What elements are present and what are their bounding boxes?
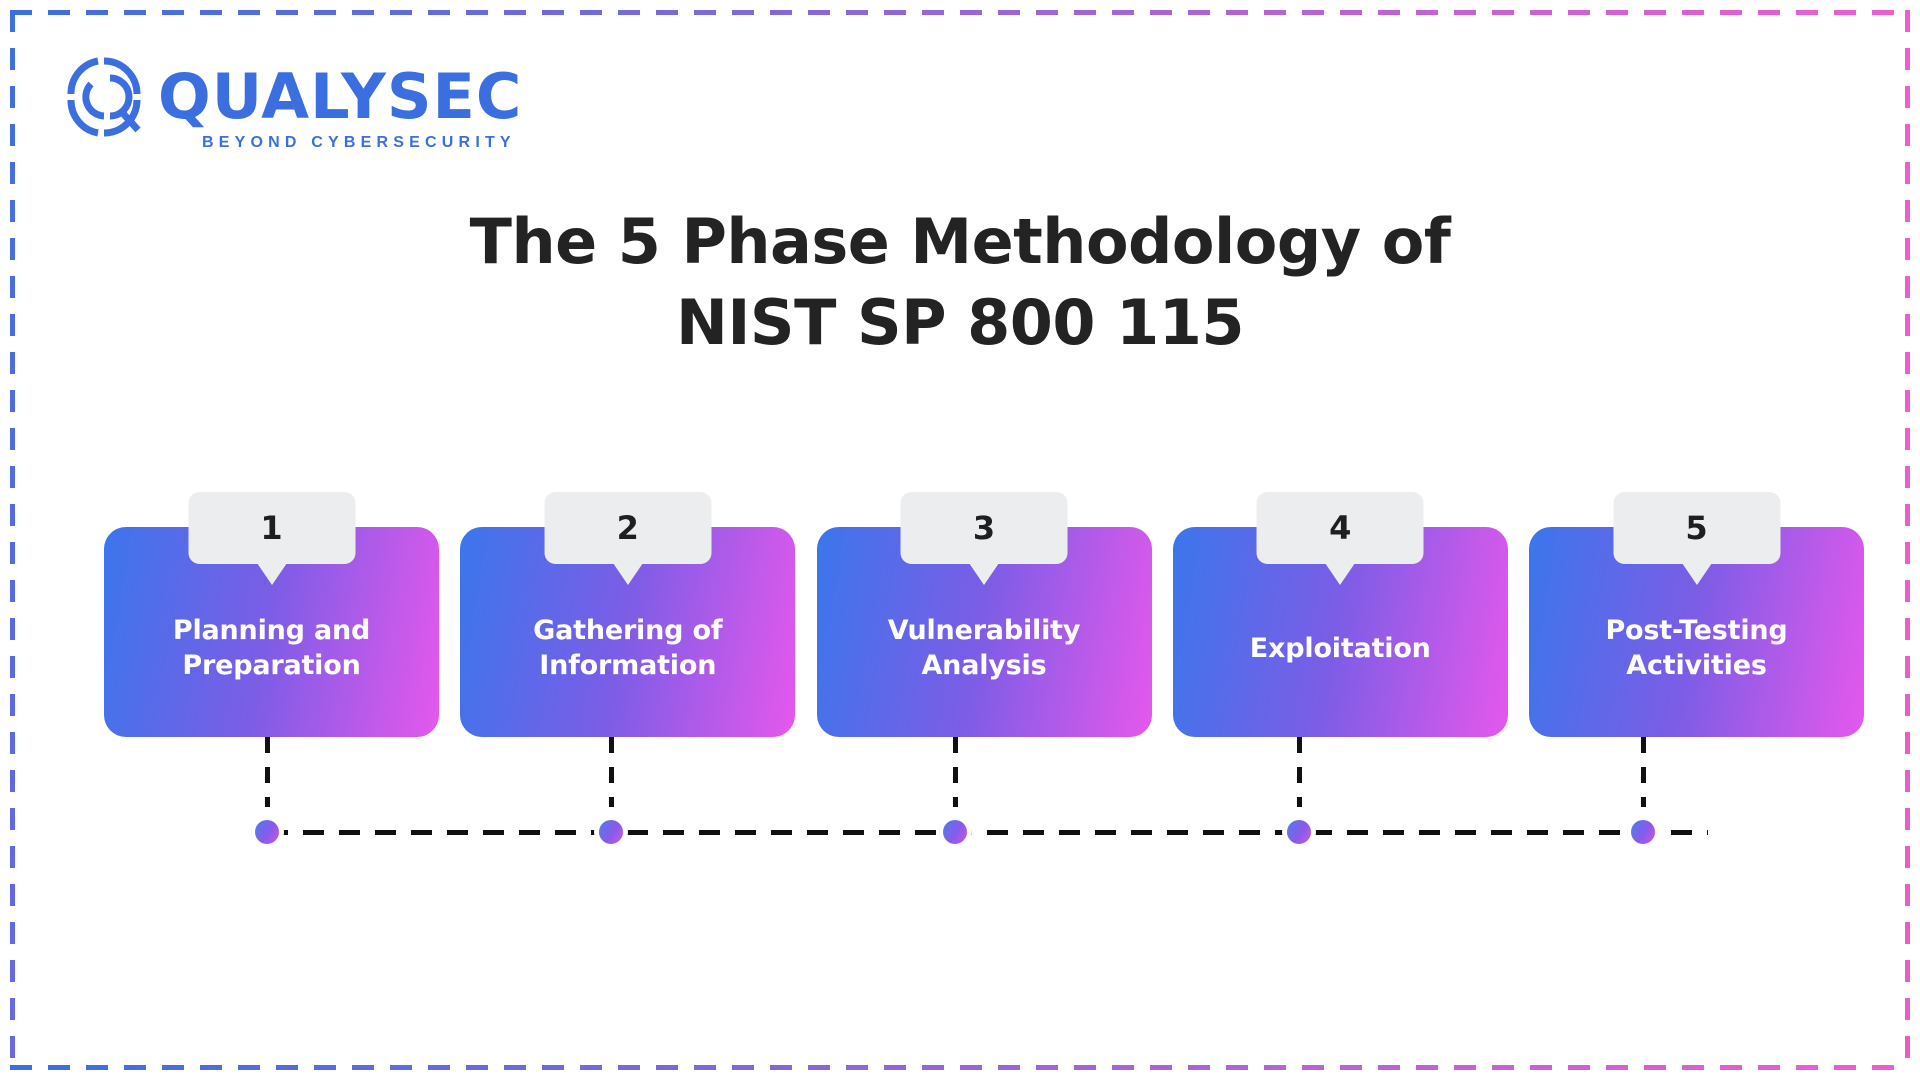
decorative-dashed-frame [10,10,1910,1070]
content-sheet: QUALYSEC BEYOND CYBERSECURITY The 5 Phas… [22,22,1898,1058]
magnifier-circle-icon [67,57,141,137]
timeline-node-2 [594,737,628,849]
phase-item-4[interactable]: Exploitation 4 [1172,492,1508,737]
phase-item-1[interactable]: Planning and Preparation 1 [104,492,439,737]
phase-badge-tail-1 [256,563,287,585]
phase-badge-3: 3 [900,492,1068,564]
logo-wordmark: QUALYSEC [158,60,523,133]
page-title-line-2: NIST SP 800 115 [675,285,1245,359]
timeline-dot-5 [1626,815,1660,849]
phase-badge-tail-4 [1325,563,1356,585]
timeline-stem-3 [952,737,958,807]
phase-item-5[interactable]: Post-Testing Activities 5 [1529,492,1864,737]
phase-badge-4: 4 [1256,492,1424,564]
phase-badge-2: 2 [544,492,712,564]
phase-badge-tail-3 [969,563,999,585]
phase-timeline [104,737,1864,849]
phase-item-2[interactable]: Gathering of Information 2 [460,492,796,737]
phase-badge-5: 5 [1613,492,1780,564]
timeline-dot-3 [938,815,972,849]
phase-label-1: Planning and Preparation [172,615,371,681]
timeline-stem-2 [608,737,614,807]
timeline-stem-5 [1640,737,1646,807]
timeline-dot-inner-1 [255,820,279,844]
phase-card-list: Planning and Preparation 1 Gathering of … [104,492,1864,737]
timeline-node-4 [1282,737,1316,849]
phase-badge-1: 1 [188,492,355,564]
phase-number-2: 2 [616,509,639,547]
phase-card-5[interactable]: Post-Testing Activities [1529,527,1864,737]
qualysec-logo: QUALYSEC BEYOND CYBERSECURITY [62,46,522,156]
phase-label-5: Post-Testing Activities [1605,615,1788,681]
timeline-node-3 [938,737,972,849]
timeline-dot-4 [1282,815,1316,849]
phase-number-3: 3 [972,509,996,547]
timeline-stem-4 [1296,737,1302,807]
phase-label-3: Vulnerability Analysis [887,615,1081,681]
phase-label-4: Exploitation [1249,632,1431,664]
page-title-line-1: The 5 Phase Methodology of [469,205,1451,278]
timeline-rail [267,830,1708,835]
phase-number-5: 5 [1685,509,1708,547]
timeline-node-1 [250,737,284,849]
frame-edge-bottom [10,1065,1910,1070]
phase-number-1: 1 [260,509,283,547]
phase-badge-tail-5 [1681,563,1712,585]
frame-edge-right [1905,10,1910,1070]
timeline-dot-inner-3 [943,820,967,844]
phase-label-2: Gathering of Information [533,615,723,681]
frame-edge-top [10,10,1910,15]
page-title: The 5 Phase Methodology of NIST SP 800 1… [22,202,1898,363]
frame-edge-left [10,10,15,1070]
timeline-dot-inner-2 [599,820,623,844]
timeline-stem-1 [264,737,270,807]
timeline-dot-inner-5 [1631,820,1655,844]
phase-number-4: 4 [1329,509,1352,547]
logo-tagline: BEYOND CYBERSECURITY [202,134,516,151]
timeline-dot-2 [594,815,628,849]
timeline-node-5 [1626,737,1660,849]
timeline-dot-1 [250,815,284,849]
phase-item-3[interactable]: Vulnerability Analysis 3 [816,492,1152,737]
timeline-dot-inner-4 [1287,820,1311,844]
phase-badge-tail-2 [612,563,643,585]
